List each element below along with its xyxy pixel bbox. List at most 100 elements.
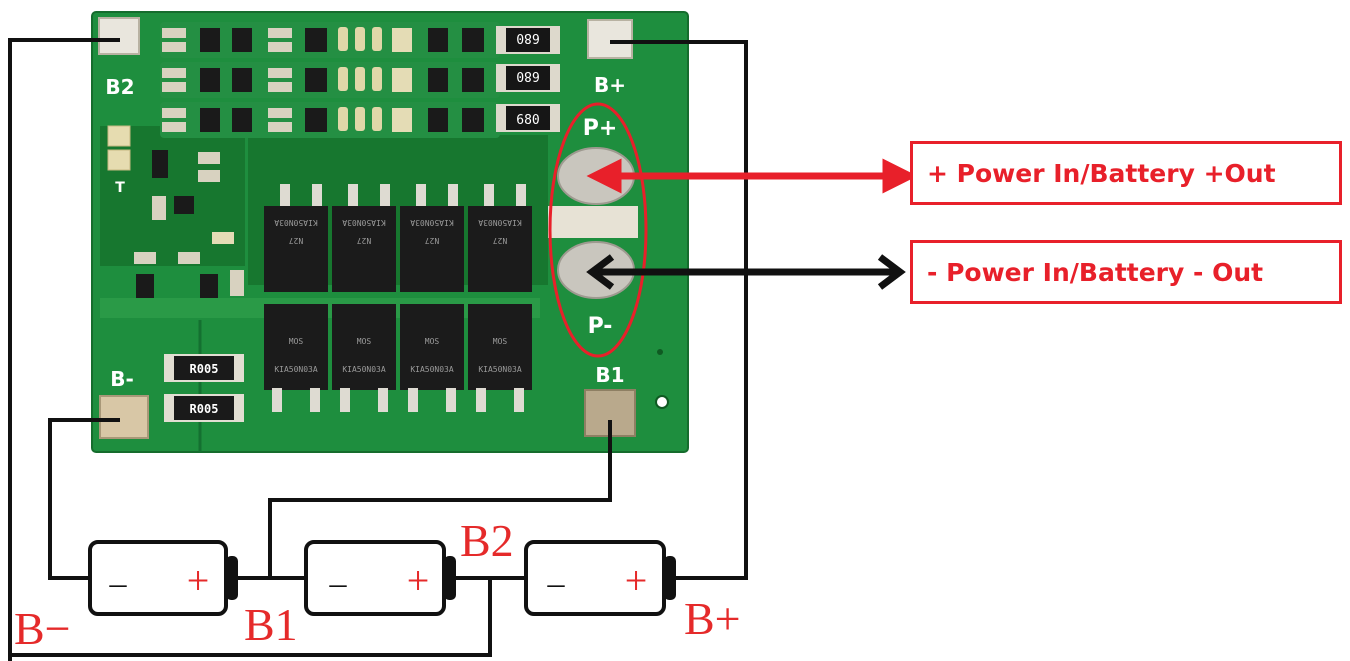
smd-part xyxy=(212,232,234,244)
mosfet-code: MOS xyxy=(357,337,372,346)
resistor-code: 680 xyxy=(516,30,539,45)
mosfet-lead xyxy=(514,388,524,412)
capacitor xyxy=(338,107,348,131)
mosfet-code: N27 xyxy=(493,236,508,245)
mosfet-lead xyxy=(310,388,320,412)
battery-terminal xyxy=(664,556,676,600)
sot-ic xyxy=(462,28,484,52)
mosfet-code: KIA50N03A xyxy=(274,365,318,374)
callout-arrows xyxy=(586,158,918,290)
label-b-minus: B− xyxy=(14,603,71,654)
capacitor xyxy=(355,67,365,91)
capacitor xyxy=(372,107,382,131)
mosfet-lead xyxy=(312,184,322,208)
label-b-plus: B+ xyxy=(684,593,741,644)
mosfet-bottom-3: MOS KIA50N03A xyxy=(400,304,464,412)
wire-b2-bottom xyxy=(10,578,492,657)
mosfet-top-3: KIA50N03A N27 xyxy=(400,184,464,292)
smd-part xyxy=(268,68,292,78)
smd-part xyxy=(230,270,244,296)
battery-minus-sign: – xyxy=(547,565,566,602)
mosfet-lead xyxy=(280,184,290,208)
battery-minus-sign: – xyxy=(109,565,128,602)
resistor-680-1: 680 xyxy=(496,26,560,54)
resistor-body xyxy=(506,106,550,130)
pad-p-minus-label: P- xyxy=(588,314,613,339)
mosfet-body xyxy=(264,304,328,390)
mosfet-lead xyxy=(476,388,486,412)
battery-cell-2: – + xyxy=(304,540,456,616)
shunt-resistors: R005 R005 xyxy=(164,354,244,422)
sot-ic xyxy=(305,108,327,132)
resistor-code: 680 xyxy=(516,113,539,128)
smd-part xyxy=(268,82,292,92)
mosfet-code: KIA50N03A xyxy=(274,218,318,227)
sot-ic xyxy=(305,68,327,92)
capacitor xyxy=(355,27,365,51)
mosfet-bottom-1: MOS KIA50N03A xyxy=(264,304,328,412)
smd-part xyxy=(268,122,292,132)
mosfet-bottom-4: MOS KIA50N03A xyxy=(468,304,532,412)
mosfet-code: KIA50N03A xyxy=(478,218,522,227)
sot-ic xyxy=(200,68,220,92)
capacitor xyxy=(392,28,412,52)
capacitor xyxy=(392,108,412,132)
resistor-680-2: 680 xyxy=(496,64,560,92)
label-b2: B2 xyxy=(460,515,514,566)
mosfet-code: KIA50N03A xyxy=(342,365,386,374)
battery-plus-sign: + xyxy=(625,558,648,603)
sot-ic xyxy=(200,108,220,132)
mosfet-top-2: KIA50N03A N27 xyxy=(332,184,396,292)
mosfet-lead xyxy=(272,388,282,412)
mosfet-code: MOS xyxy=(289,337,304,346)
shunt-resistor-1: R005 xyxy=(164,354,244,382)
battery-plus-sign: + xyxy=(187,558,210,603)
mosfet-lead xyxy=(380,184,390,208)
mosfet-body xyxy=(400,206,464,292)
smd-part xyxy=(162,28,186,38)
resistor-code: 680 xyxy=(516,68,539,83)
top-resistors: 680 680 680 xyxy=(496,26,560,132)
sot-ic xyxy=(305,28,327,52)
highlight-ellipse xyxy=(548,102,648,358)
mosfet-code: MOS xyxy=(425,337,440,346)
pad-t-2 xyxy=(107,149,131,171)
battery-cell-3: – + xyxy=(524,540,676,616)
pad-b2 xyxy=(98,17,140,55)
callout-power-plus-text: + Power In/Battery +Out xyxy=(927,158,1276,188)
capacitor xyxy=(372,27,382,51)
smd-part xyxy=(162,122,186,132)
capacitor xyxy=(355,107,365,131)
sot-ic xyxy=(232,68,252,92)
mosfet-body xyxy=(400,304,464,390)
sot-ic xyxy=(428,28,448,52)
resistor-body xyxy=(506,66,550,90)
pad-b2-label: B2 xyxy=(105,75,134,99)
sot-ic xyxy=(428,68,448,92)
mounting-hole xyxy=(655,395,669,409)
pad-b2-group: B2 xyxy=(98,17,140,99)
mosfet-lead xyxy=(416,184,426,208)
sot-ic xyxy=(462,68,484,92)
mosfet-code: KIA50N03A xyxy=(410,365,454,374)
mosfet-body xyxy=(264,206,328,292)
pcb-copper-pour-left xyxy=(100,126,245,266)
mosfet-lead xyxy=(340,388,350,412)
mosfet-code: KIA50N03A xyxy=(410,218,454,227)
mosfet-bottom-2: MOS KIA50N03A xyxy=(332,304,396,412)
smd-part xyxy=(178,252,200,264)
sot-ic xyxy=(232,28,252,52)
pad-t-1 xyxy=(107,125,131,147)
via-dot xyxy=(657,349,663,355)
shunt-resistor-2: R005 xyxy=(164,394,244,422)
battery-cells: – + – + – + xyxy=(88,540,676,616)
smd-part xyxy=(152,196,166,220)
callout-power-plus: + Power In/Battery +Out xyxy=(910,141,1342,205)
capacitor xyxy=(372,67,382,91)
mosfet-lead xyxy=(484,184,494,208)
sot-ic xyxy=(200,28,220,52)
shunt-body xyxy=(174,356,234,380)
mosfets-top-row: KIA50N03A N27 KIA50N03A N27 KIA50N03A N2… xyxy=(264,184,532,292)
wire-labels: B− B1 B2 B+ xyxy=(14,515,741,654)
resistor-680-3: 680 xyxy=(496,104,560,132)
